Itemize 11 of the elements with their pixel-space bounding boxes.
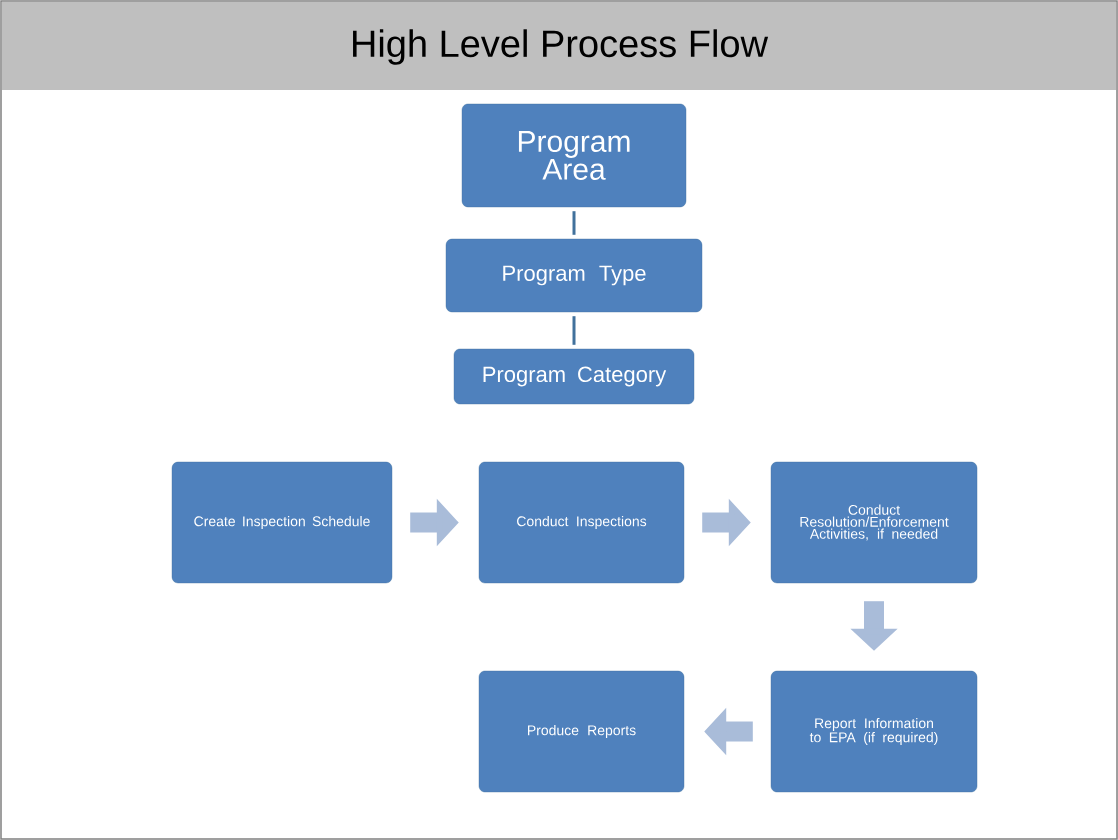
process-box: Program Area <box>461 103 687 208</box>
process-box: Conduct Inspections <box>478 461 685 584</box>
process-box: Report Information to EPA (if required) <box>770 670 978 793</box>
process-box: Produce Reports <box>478 670 685 793</box>
process-box: Conduct Resolution/Enforcement Activities, if needed <box>770 461 978 584</box>
process-box: Program Type <box>445 238 703 313</box>
connector-line <box>572 316 576 345</box>
process-box: Program Category <box>453 348 695 405</box>
title: High Level Process Flow <box>353 29 769 65</box>
connector-line <box>572 211 576 235</box>
process-box: Create Inspection Schedule <box>171 461 393 584</box>
